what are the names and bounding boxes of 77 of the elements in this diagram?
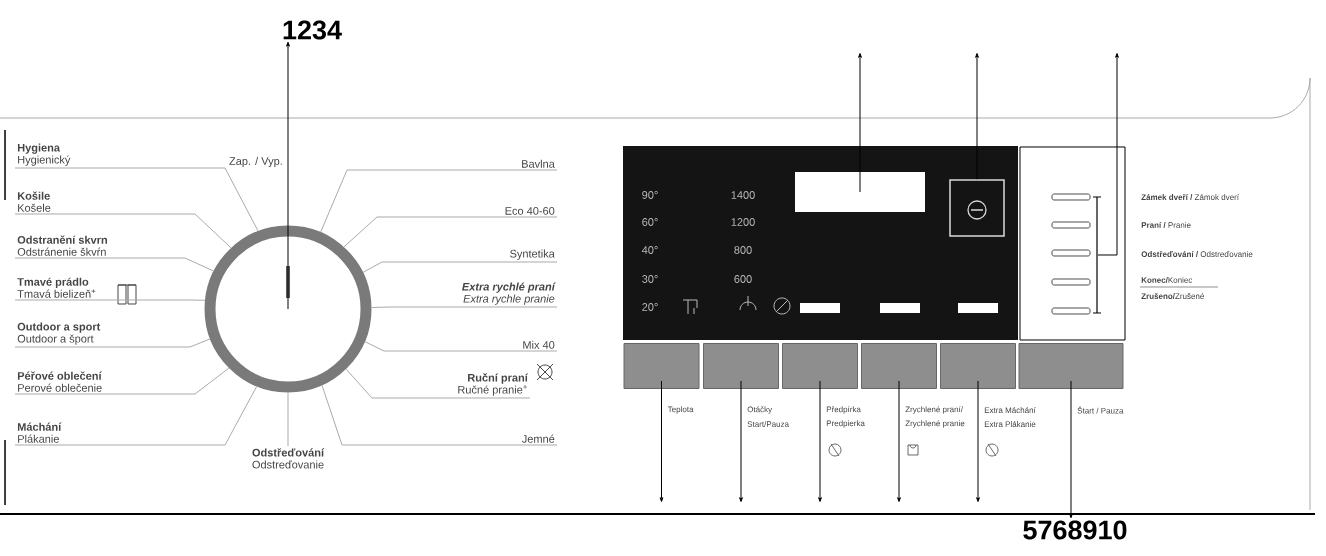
program-name: Extra rychlé praní Extra rychle pranie bbox=[462, 282, 556, 305]
leader-line bbox=[321, 384, 558, 446]
leader-line bbox=[320, 169, 558, 233]
program-name: Odstranění skvrn Odstránenie škvŕn bbox=[17, 235, 107, 256]
button-label: Štart / Pauza bbox=[1077, 406, 1124, 414]
button-label: Extra Máchání bbox=[984, 407, 1036, 413]
program-dial bbox=[204, 225, 372, 393]
program-name: Tmavé prádlo Tmavá bielizeň$^{+}$ bbox=[17, 277, 96, 298]
leader-line bbox=[14, 385, 258, 446]
control-button bbox=[940, 343, 1016, 389]
leader-arrow bbox=[975, 53, 979, 180]
program-name: Hygiena Hygienický bbox=[17, 143, 71, 166]
leader-line bbox=[345, 368, 531, 399]
leader-line bbox=[14, 167, 259, 232]
program-name: Eco 40-60 bbox=[505, 207, 555, 215]
display-digits: 800 bbox=[734, 246, 752, 254]
leader-line bbox=[14, 367, 230, 395]
leader-arrow bbox=[1069, 380, 1073, 519]
leader-line bbox=[14, 213, 232, 249]
callout-number: 1234 bbox=[283, 20, 342, 40]
button-label: Predpierka bbox=[826, 420, 865, 428]
program-name: Bavlna bbox=[522, 159, 555, 168]
indicator-label: Praní / Pranie bbox=[1141, 222, 1191, 228]
indicator-label: Konec/Koniec bbox=[1141, 277, 1193, 283]
display-digits: 90° bbox=[642, 191, 658, 199]
display-window bbox=[795, 172, 925, 212]
program-name: Syntetika bbox=[510, 249, 555, 260]
program-name: Outdoor a sport Outdoor a šport bbox=[17, 322, 101, 345]
indicator-label: Odstřeďování / Odstreďovanie bbox=[1141, 250, 1253, 258]
display-digits: 600 bbox=[734, 275, 752, 283]
program-name: Máchání Plákanie bbox=[17, 422, 62, 443]
leader-arrow bbox=[976, 380, 980, 502]
control-button bbox=[703, 343, 779, 389]
leader-arrow bbox=[818, 380, 822, 502]
leader-line bbox=[371, 306, 558, 309]
program-name: Košile Košele bbox=[17, 191, 51, 212]
display-digits: 60° bbox=[642, 218, 658, 226]
program-name: Mix 40 bbox=[523, 340, 555, 349]
leader-arrow bbox=[858, 53, 862, 193]
program-name: Péřové oblečení Perové oblečenie bbox=[17, 371, 102, 392]
leader-arrow bbox=[897, 380, 901, 502]
display-digits: 30° bbox=[642, 275, 658, 283]
display-digits: 20° bbox=[642, 303, 658, 311]
indicator-label: Zámek dveří / Zámok dverí bbox=[1141, 193, 1239, 201]
program-name: Jemné bbox=[521, 434, 555, 443]
display-digits: 1200 bbox=[731, 218, 755, 226]
callout-number: 5768910 bbox=[1023, 520, 1127, 540]
button-label: Zrychlené pranie bbox=[905, 420, 965, 428]
button-label: Předpírka bbox=[826, 406, 861, 414]
program-name: Ruční praní Ručné pranie$^{+}$ bbox=[458, 373, 529, 396]
leader-arrow bbox=[659, 380, 664, 502]
button-label: Otáčky bbox=[747, 406, 773, 414]
button-label: Start/Pauza bbox=[747, 421, 789, 427]
control-button bbox=[623, 343, 700, 389]
button-label: Zrychlené praní/ bbox=[905, 406, 963, 414]
indicator-label: Zrušeno/Zrušené bbox=[1141, 292, 1204, 300]
leader-line bbox=[362, 261, 558, 273]
symbol-box bbox=[949, 179, 1005, 237]
lamp-bracket bbox=[1092, 196, 1102, 314]
button-label: Teplota bbox=[667, 406, 694, 414]
leader-arrow bbox=[739, 380, 743, 502]
program-name: Odstřeďování Odstreďovanie bbox=[252, 448, 325, 469]
leader-line bbox=[14, 257, 215, 272]
leader-line bbox=[14, 338, 211, 348]
leader-line bbox=[343, 216, 558, 248]
leader-line bbox=[364, 341, 558, 352]
control-button bbox=[861, 343, 937, 389]
control-button bbox=[782, 343, 858, 389]
control-button bbox=[1018, 343, 1124, 389]
button-label: Extra Plákanie bbox=[984, 421, 1036, 427]
switch-label: Zap. / Vyp. bbox=[229, 156, 282, 168]
display-digits: 40° bbox=[641, 246, 658, 254]
display-digits: 1400 bbox=[731, 191, 755, 199]
leader-line bbox=[287, 392, 289, 447]
leader-arrow bbox=[286, 41, 290, 310]
leader-line bbox=[14, 299, 206, 301]
leader-arrow bbox=[1097, 53, 1119, 256]
